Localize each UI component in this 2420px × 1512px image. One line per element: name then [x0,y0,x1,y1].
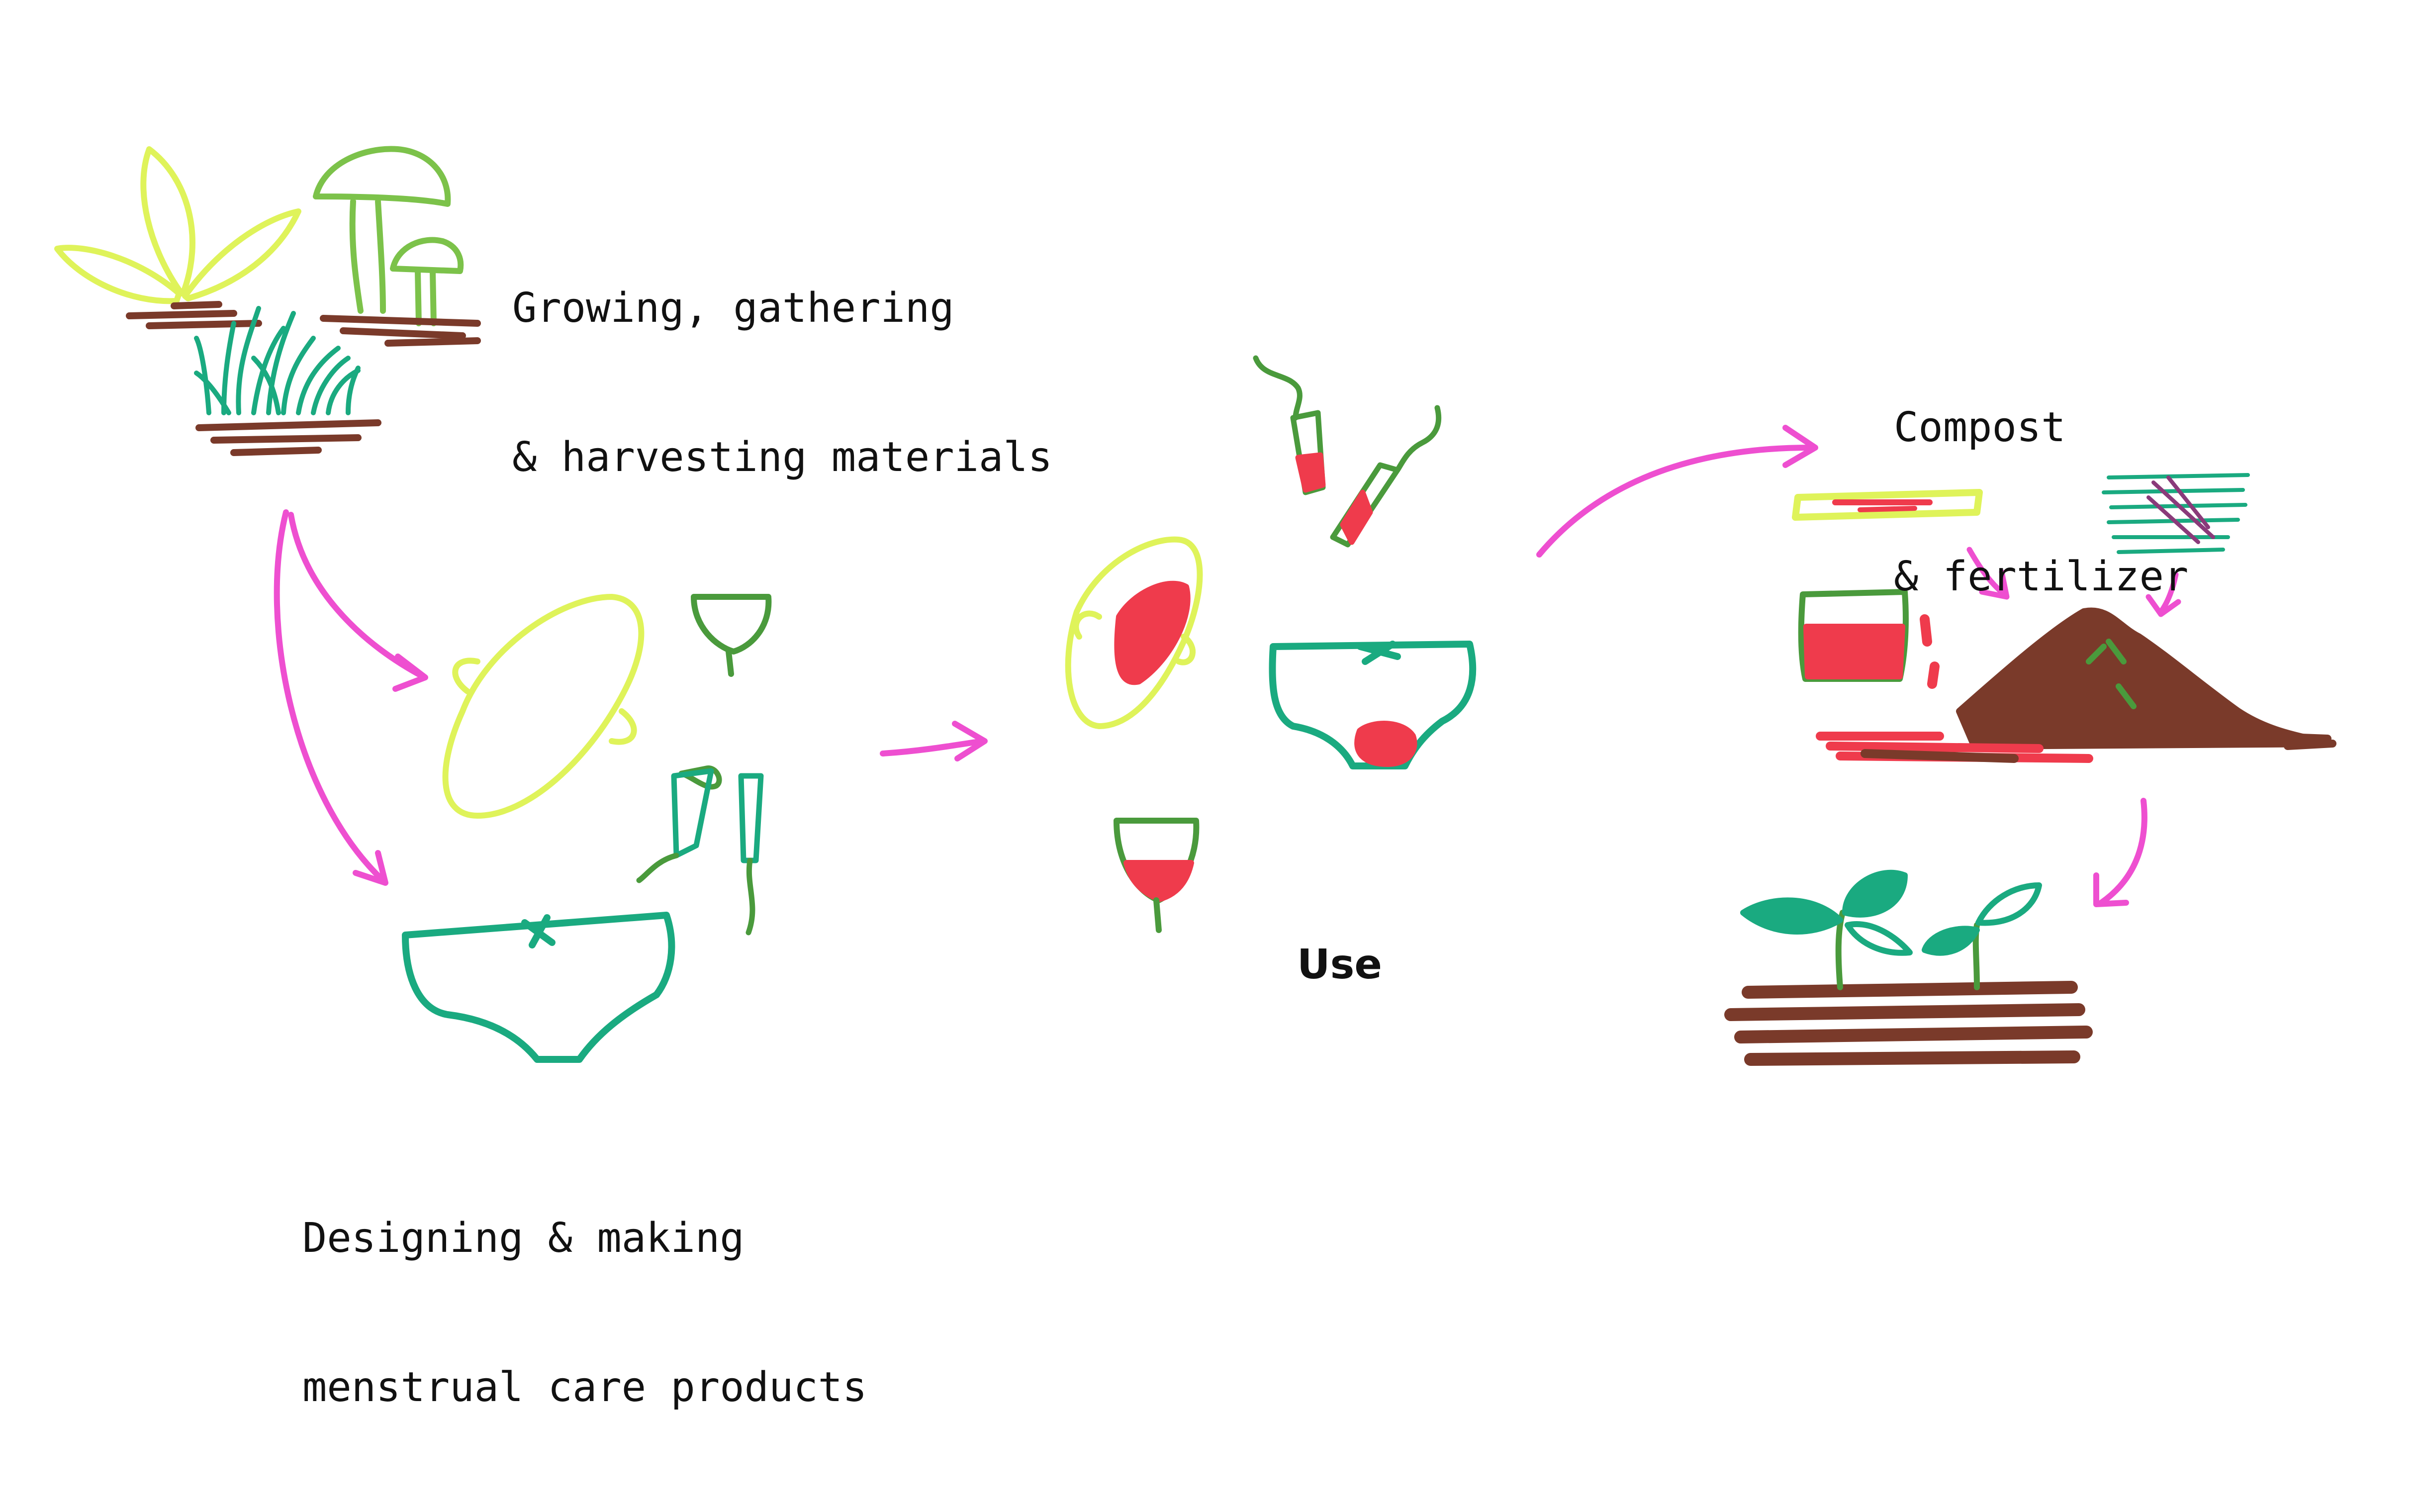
menstrual-cup-icon [1798,589,1940,689]
mushroom-icon [313,146,481,347]
pad-icon [1065,536,1203,729]
menstrual-cup-icon [1114,818,1200,933]
tampon-icon [636,765,764,936]
pad-icon [442,594,645,819]
lifecycle-diagram: Growing, gathering & harvesting material… [54,146,2336,1411]
seedling-icon [1724,869,2093,1066]
stage-label-designing: Designing & making menstrual care produc… [302,1114,867,1512]
menstrual-cup-icon [691,594,772,677]
arrow-icon [2093,798,2147,907]
stage-label-line: Use [1297,941,1383,988]
underwear-icon [402,912,675,1063]
arrow-icon [274,509,428,886]
sprout-icon [54,146,301,329]
grass-icon [194,306,381,456]
stage-label-line: menstrual care products [302,1364,867,1411]
stage-label-line: Compost [1894,404,2066,451]
pad-icon [1792,489,1983,521]
stage-label-line: & fertilizer [1894,553,2189,600]
stage-label-use: Use [1297,841,1382,1089]
stage-label-compost: Compost & fertilizer [1894,303,2188,701]
arrow-icon [880,721,988,761]
arrow-icon [1966,547,2181,617]
stage-label-growing: Growing, gathering & harvesting material… [512,184,1052,582]
stage-label-line: & harvesting materials [512,434,1053,481]
stage-label-line: Designing & making [302,1215,745,1262]
underwear-icon [1269,641,1477,769]
diagram-illustration [54,146,2336,1066]
underwear-icon [2102,473,2250,554]
tampon-icon [1253,355,1442,548]
stage-label-line: Growing, gathering [512,284,954,332]
compost-pile-icon [1816,607,2336,763]
arrow-icon [1536,425,1818,558]
